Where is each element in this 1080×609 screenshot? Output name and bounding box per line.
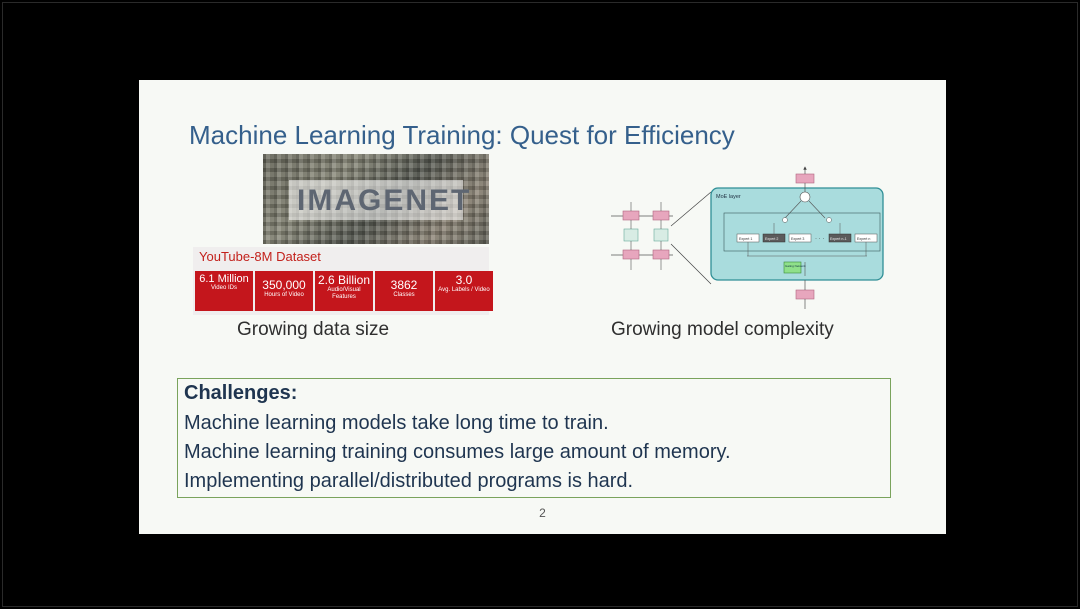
caption-model-complexity: Growing model complexity (611, 319, 834, 340)
stat-avg-labels: 3.0 Avg. Labels / Video (435, 271, 493, 311)
challenges-heading: Challenges: (184, 382, 298, 404)
stat-hours-of-video: 350,000 Hours of Video (255, 271, 313, 311)
caption-data-size: Growing data size (237, 319, 390, 340)
gating-network-label: Gating Network (785, 264, 806, 268)
youtube-8m-title: YouTube-8M Dataset (199, 249, 321, 264)
challenge-item: Implementing parallel/distributed progra… (184, 470, 634, 492)
page-number: 2 (539, 506, 546, 520)
expert-2-label: Expert 2 (765, 237, 778, 241)
moe-diagram: MoE layer Expert 1 Expert 2 Expert 3 · ·… (611, 166, 884, 309)
challenge-item: Machine learning training consumes large… (184, 441, 731, 463)
imagenet-image: IMAGENET (263, 154, 489, 244)
stat-classes: 3862 Classes (375, 271, 433, 311)
stat-video-ids: 6.1 Million Video IDs (195, 271, 253, 311)
gating-network-box (783, 261, 802, 274)
expert-n1-label: Expert n-1 (830, 237, 847, 241)
moe-layer-label: MoE layer (716, 194, 741, 200)
imagenet-logo: IMAGENET (297, 184, 472, 217)
youtube-8m-panel: YouTube-8M Dataset 6.1 Million Video IDs… (193, 247, 493, 315)
stat-features: 2.6 Billion Audio/Visual Features (315, 271, 373, 311)
challenges-box: Challenges: Machine learning models take… (177, 378, 891, 498)
expert-n-label: Expert n (857, 237, 870, 241)
challenge-item: Machine learning models take long time t… (184, 412, 609, 434)
slide-title: Machine Learning Training: Quest for Eff… (189, 120, 735, 150)
expert-1-label: Expert 1 (739, 237, 752, 241)
svg-text:· · ·: · · · (815, 236, 824, 242)
lstm-stack (611, 202, 673, 270)
slide: Machine Learning Training: Quest for Eff… (139, 80, 946, 534)
expert-3-label: Expert 3 (791, 237, 804, 241)
